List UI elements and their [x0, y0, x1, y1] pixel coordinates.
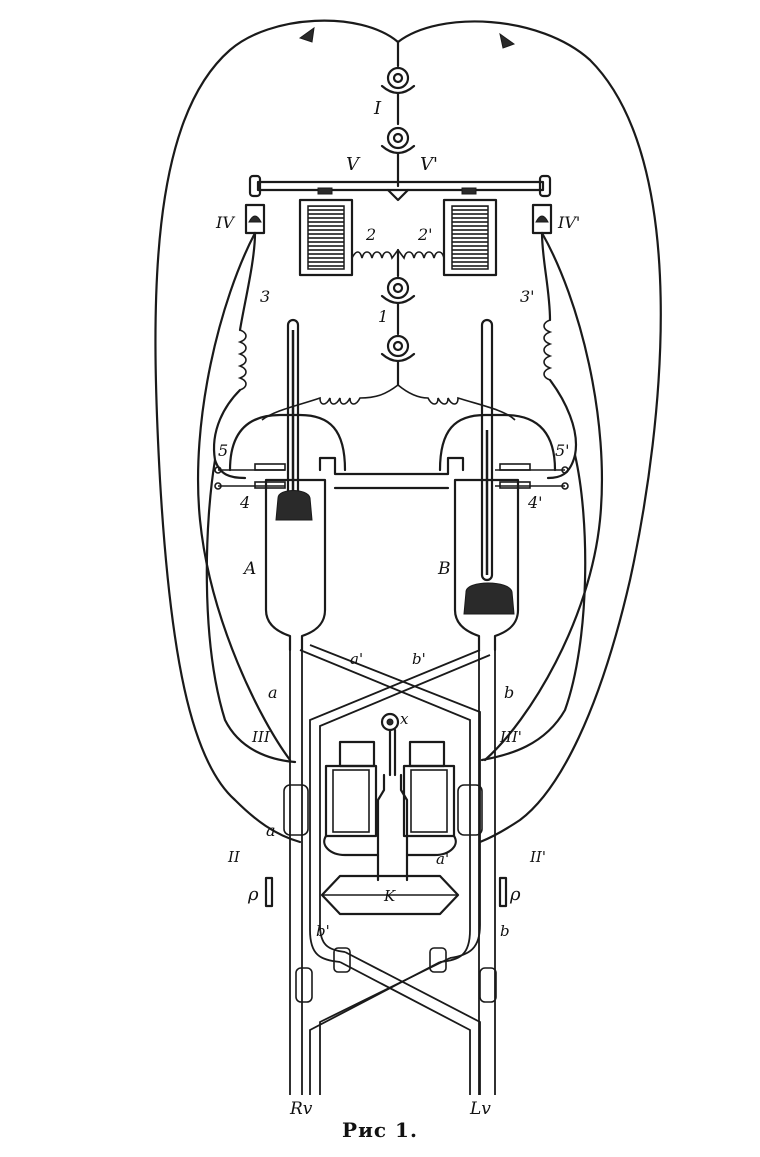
relay-I-upper-core — [392, 72, 404, 84]
upper-coil-right-winding — [451, 205, 489, 270]
spring-3 — [237, 329, 247, 391]
label-II: II — [227, 848, 241, 866]
cross-tubes-upper — [299, 644, 491, 760]
spring-right-lower — [397, 384, 516, 421]
label-b-right: b — [504, 683, 514, 702]
wire-IV — [197, 231, 292, 762]
lower-magnet — [323, 712, 457, 882]
vessel-A-float — [275, 490, 313, 521]
relay-1-upper-core — [392, 282, 404, 294]
wire-3-prime — [540, 231, 552, 322]
relay-I-lower-ring — [386, 126, 410, 150]
spring-2-prime — [397, 249, 445, 260]
label-IV: IV — [215, 213, 235, 232]
sleeves — [283, 784, 497, 1003]
label-V: V — [346, 154, 361, 175]
label-rho-left: ρ — [247, 884, 259, 905]
label-K: K — [383, 887, 396, 905]
vessel-B-float — [463, 582, 515, 615]
beam-end-left — [248, 174, 262, 198]
label-1: 1 — [378, 307, 388, 326]
label-I: I — [373, 98, 382, 119]
label-b-low: b — [500, 922, 510, 940]
label-2: 2 — [365, 225, 376, 244]
label-IV-prime: IV' — [557, 213, 580, 232]
label-b-prime-top: b' — [412, 650, 426, 668]
figure-caption: Рис 1. — [342, 1118, 418, 1142]
label-Lv: Lv — [469, 1099, 491, 1119]
label-a-mid: a — [266, 821, 276, 840]
inner-tubes-lower — [309, 760, 481, 1095]
outer-loop-right — [396, 20, 662, 844]
vessel-A — [264, 478, 327, 652]
beam-pivot — [386, 188, 410, 202]
label-II-prime: II' — [529, 848, 546, 866]
label-A: A — [242, 559, 256, 579]
vessel-B — [453, 478, 520, 652]
upper-coil-left — [298, 198, 354, 277]
label-4-prime: 4' — [527, 493, 543, 512]
connecting-tube — [318, 456, 465, 490]
wire-3 — [238, 231, 257, 332]
label-x: x — [400, 710, 409, 728]
label-5-prime: 5' — [555, 441, 570, 460]
beam-contact-left — [317, 187, 333, 195]
beam-V — [256, 180, 545, 192]
label-Rv: Rv — [289, 1099, 313, 1119]
relay-1-upper-ring — [386, 276, 410, 300]
label-a-left: a — [268, 683, 278, 702]
arrow-left — [298, 26, 315, 43]
housing-B-top — [438, 413, 557, 472]
plate-rho-left — [264, 876, 274, 908]
screw-5-prime-4-prime — [495, 463, 569, 490]
label-III: III — [251, 728, 271, 746]
label-rho-right: ρ — [509, 884, 521, 905]
plate-rho-right — [498, 876, 508, 908]
label-a-prime-top: a' — [350, 650, 363, 668]
wire-3-prime-down — [546, 378, 578, 480]
label-B: B — [437, 559, 451, 579]
screw-5-4 — [214, 463, 286, 490]
upper-coil-right — [442, 198, 498, 277]
label-5: 5 — [218, 441, 228, 460]
label-III-prime: III' — [499, 728, 522, 746]
label-3-prime: 3' — [520, 287, 535, 306]
wire-IV-prime — [483, 231, 603, 762]
wire-III — [205, 458, 297, 764]
cup-IV-content — [248, 215, 262, 223]
spring-3-prime — [543, 319, 553, 381]
arrow-right — [499, 32, 516, 49]
label-b-low-prime: b' — [316, 922, 330, 940]
beam-end-right — [538, 174, 552, 198]
relay-1-lower-ring — [386, 334, 410, 358]
relay-1-lower-core — [392, 340, 404, 352]
label-2-prime: 2' — [417, 225, 433, 244]
label-V-prime: V' — [420, 154, 438, 175]
wire-III-prime — [480, 453, 587, 762]
label-a-mid-prime: a' — [436, 850, 449, 868]
housing-A-top — [228, 413, 347, 472]
spring-left-lower — [261, 384, 399, 421]
upper-coil-left-winding — [307, 205, 345, 270]
rod-B — [480, 318, 494, 582]
outer-loop-left — [154, 19, 400, 844]
outer-tubes — [289, 650, 496, 1095]
cup-IV-prime-content — [535, 215, 549, 223]
label-4: 4 — [239, 493, 250, 512]
relay-I-lower-core — [392, 132, 404, 144]
spring-2 — [351, 249, 399, 260]
relay-I-upper-ring — [386, 66, 410, 90]
label-3: 3 — [260, 287, 270, 306]
beam-contact-right — [461, 187, 477, 195]
